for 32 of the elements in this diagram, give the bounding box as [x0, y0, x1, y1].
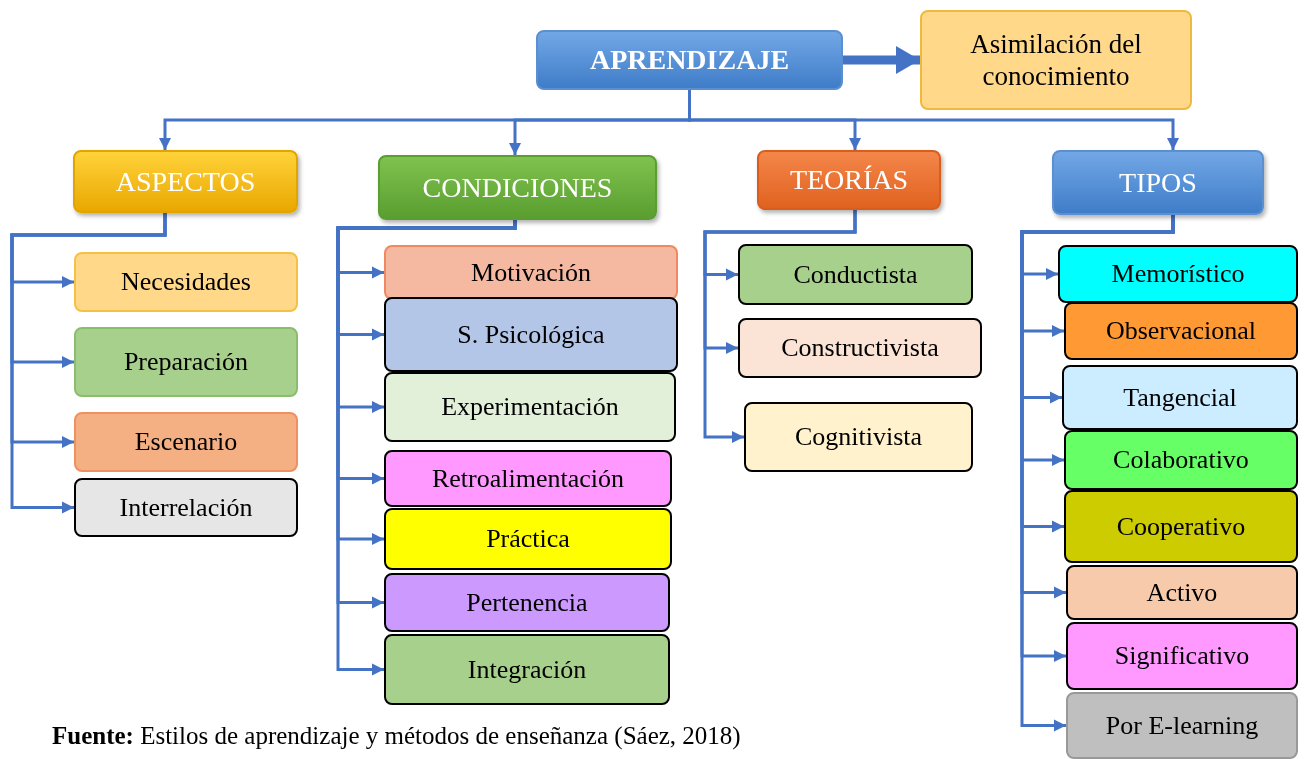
arrow — [843, 46, 920, 74]
concept-box: S. Psicológica — [384, 297, 678, 372]
concept-box: Cognitivista — [744, 402, 973, 472]
concept-box: Constructivista — [738, 318, 982, 378]
concept-box: Cooperativo — [1064, 490, 1298, 563]
title-box: APRENDIZAJE — [536, 30, 843, 90]
concept-box: Pertenencia — [384, 573, 670, 632]
concept-box: Motivación — [384, 245, 678, 300]
concept-box: Preparación — [74, 327, 298, 397]
category-box: ASPECTOS — [73, 150, 298, 213]
concept-box: Interrelación — [74, 478, 298, 537]
concept-box: Colaborativo — [1064, 430, 1298, 490]
concept-box: Por E-learning — [1066, 692, 1298, 759]
concept-box: Memorístico — [1058, 245, 1298, 303]
concept-box: Necesidades — [74, 252, 298, 312]
concept-box: Práctica — [384, 508, 672, 570]
category-box: TIPOS — [1052, 150, 1264, 215]
concept-box: Activo — [1066, 565, 1298, 620]
source-caption: Fuente: Estilos de aprendizaje y métodos de enseñanza (Sáez, 2018) — [52, 722, 741, 750]
concept-box: Significativo — [1066, 622, 1298, 690]
arrow — [703, 210, 857, 443]
category-box: TEORÍAS — [757, 150, 941, 210]
category-box: CONDICIONES — [378, 155, 657, 220]
concept-box: Integración — [384, 634, 670, 705]
concept-box: Asimilación del conocimiento — [920, 10, 1192, 110]
concept-box: Observacional — [1064, 302, 1298, 360]
arrow — [10, 213, 167, 514]
concept-box: Retroalimentación — [384, 450, 672, 507]
concept-box: Conductista — [738, 244, 973, 305]
concept-box: Escenario — [74, 412, 298, 472]
concept-box: Experimentación — [384, 372, 676, 442]
concept-box: Tangencial — [1062, 365, 1298, 430]
